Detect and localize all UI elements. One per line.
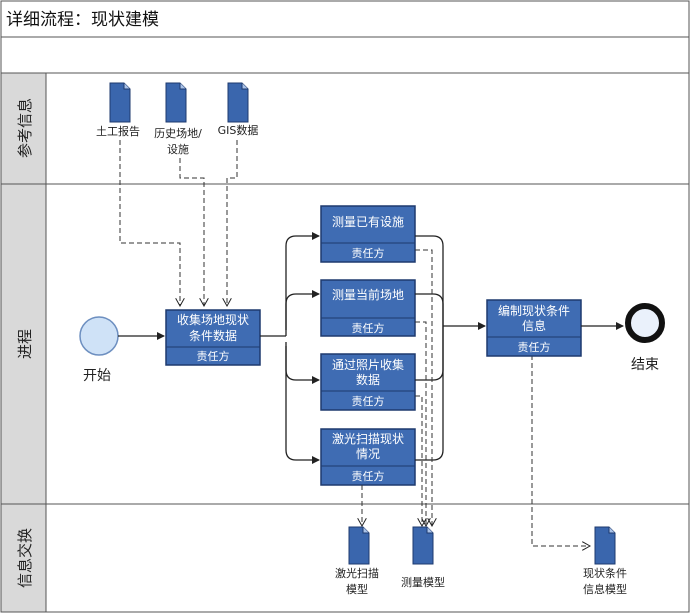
task-label-line2: 数据	[356, 372, 380, 387]
document-label-line2: 设施	[167, 143, 189, 156]
start-event	[79, 316, 119, 356]
document-label: GIS数据	[218, 123, 259, 137]
document-laser-scan-model: 激光扫描 模型	[335, 526, 379, 596]
task-collect-site-data: 收集场地现状 条件数据 责任方	[165, 309, 261, 366]
task-compile-conditions-info: 编制现状条件 信息 责任方	[486, 299, 582, 357]
lane-exchange	[0, 503, 690, 613]
task-owner: 责任方	[518, 340, 551, 354]
task-owner: 责任方	[352, 394, 385, 408]
task-label-line2: 条件数据	[189, 328, 237, 343]
document-label-line2: 模型	[346, 582, 368, 596]
branch-flows	[260, 232, 320, 464]
document-label-line1: 激光扫描	[335, 566, 379, 580]
document-gis-data: GIS数据	[218, 82, 259, 137]
document-historic-site: 历史场地/ 设施	[154, 82, 202, 156]
task-owner: 责任方	[197, 349, 230, 363]
document-icon	[412, 526, 434, 565]
diagram-title: 详细流程：现状建模	[6, 10, 159, 30]
lane-label-reference: 参考信息	[16, 98, 34, 158]
document-label-line2: 信息模型	[583, 582, 627, 596]
lane-label-cell-reference	[0, 72, 47, 185]
task-label-line1: 激光扫描现状	[332, 432, 404, 446]
reference-data-flows	[119, 140, 238, 306]
start-event-label: 开始	[83, 368, 111, 384]
task-label-line1: 通过照片收集	[332, 357, 404, 372]
task-owner: 责任方	[352, 246, 385, 260]
task-label-line2: 信息	[522, 318, 546, 333]
document-icon	[109, 82, 131, 123]
document-icon	[227, 82, 249, 123]
task-label-line1: 编制现状条件	[498, 303, 570, 318]
task-label-line1: 收集场地现状	[177, 312, 249, 327]
document-survey-model: 测量模型	[401, 526, 445, 589]
task-photo-data-collection: 通过照片收集 数据 责任方	[320, 353, 416, 411]
lane-label-exchange: 信息交换	[16, 528, 34, 588]
document-conditions-info-model: 现状条件 信息模型	[583, 526, 627, 596]
lane-label-cell-exchange	[0, 503, 47, 613]
task-owner: 责任方	[352, 469, 385, 483]
merge-flows	[415, 235, 486, 461]
document-geotech-report: 土工报告	[96, 82, 140, 138]
output-data-flows	[362, 249, 590, 546]
task-survey-current-site: 测量当前场地 责任方	[320, 279, 416, 337]
task-label: 测量已有设施	[332, 215, 404, 229]
task-label: 测量当前场地	[332, 287, 404, 302]
document-label-line1: 历史场地/	[154, 126, 202, 140]
task-survey-existing-facilities: 测量已有设施 责任方	[320, 205, 416, 263]
title-bar	[0, 0, 690, 38]
document-label: 土工报告	[96, 124, 140, 138]
task-owner: 责任方	[352, 321, 385, 335]
document-icon	[348, 526, 370, 565]
document-icon	[594, 526, 616, 565]
document-label: 测量模型	[401, 575, 445, 589]
subheader-bar	[0, 36, 690, 74]
document-icon	[165, 82, 187, 123]
end-event	[625, 303, 665, 343]
lane-label-process: 进程	[16, 329, 34, 359]
document-label-line1: 现状条件	[583, 566, 627, 580]
task-laser-scan: 激光扫描现状 情况 责任方	[320, 428, 416, 486]
task-label-line2: 情况	[356, 447, 380, 461]
end-event-label: 结束	[631, 357, 659, 373]
